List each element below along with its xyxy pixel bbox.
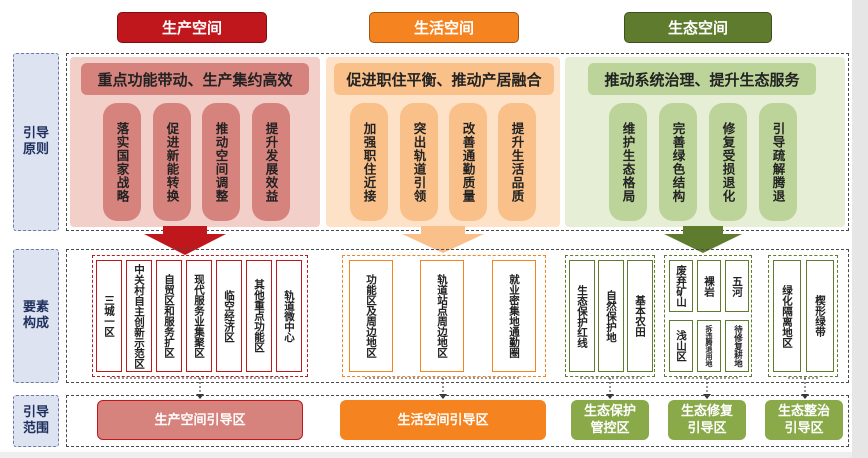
ecological-down-arrow	[664, 226, 742, 253]
living-down-arrow	[402, 226, 484, 253]
row-label-scope: 引导范围	[13, 395, 59, 447]
production-element: 自贸区和服务扩区	[156, 260, 182, 372]
header-living: 生活空间	[369, 12, 519, 43]
eco-restore-element: 拆违腾退用地	[697, 320, 721, 372]
living-elements-group	[342, 255, 546, 377]
header-ecological: 生态空间	[624, 12, 772, 43]
eco-restore-element: 待修复耕地	[725, 320, 749, 372]
eco-restore-scope-box: 生态修复引导区	[668, 400, 746, 440]
eco-restore-element: 五河	[725, 260, 749, 312]
production-elements-group	[92, 255, 308, 377]
production-principle-banner: 重点功能带动、生产集约高效	[81, 63, 309, 95]
production-down-arrow	[144, 226, 226, 255]
eco-protect-element: 自然保护地	[598, 260, 624, 372]
eco-govern-element: 楔形绿带	[806, 260, 834, 372]
living-principle-item: 改善通勤质量	[449, 103, 487, 221]
scope-row-frame	[66, 395, 849, 447]
production-principle-item: 落实国家战略	[103, 103, 141, 221]
row-label-principles: 引导原则	[13, 53, 59, 231]
row-label-elements-text: 要素构成	[22, 300, 49, 331]
production-principle-item: 促进新能转换	[153, 103, 191, 221]
living-principle-item: 突出轨道引领	[400, 103, 438, 221]
bottom-strip	[0, 452, 852, 458]
living-principle-banner: 促进职住平衡、推动产居融合	[334, 63, 554, 95]
living-element: 轨道站点周边地区	[420, 260, 464, 372]
row-label-scope-text: 引导范围	[22, 405, 49, 436]
ecological-principle-item: 引导疏解腾退	[759, 103, 797, 221]
eco-govern-scope-box: 生态整治引导区	[765, 400, 843, 440]
living-principle-item: 提升生活品质	[498, 103, 536, 221]
eco-restore-element: 裸岩	[697, 260, 721, 312]
production-element: 临空经济区	[216, 260, 242, 372]
production-element: 其他重点功能区	[246, 260, 272, 372]
living-principle-item: 加强职住近接	[350, 103, 388, 221]
row-label-elements: 要素构成	[13, 249, 59, 383]
living-element: 就业密集地通勤圈	[492, 260, 536, 372]
eco-restore-element: 浅山区	[669, 320, 693, 372]
eco-protect-element: 基本农田	[627, 260, 653, 372]
eco-restore-element: 废弃矿山	[669, 260, 693, 312]
eco-protect-element: 生态保护红线	[569, 260, 595, 372]
production-element: 现代服务业集聚区	[186, 260, 212, 372]
eco-protect-elements-group	[565, 255, 655, 377]
header-production: 生产空间	[117, 12, 267, 43]
page-scrollbar-track	[852, 0, 868, 458]
production-element: 三城一区	[96, 260, 122, 372]
living-element: 功能区及周边地区	[349, 260, 393, 372]
production-scope-box: 生产空间引导区	[97, 400, 303, 440]
row-label-principles-text: 引导原则	[22, 126, 49, 157]
ecological-principle-banner: 推动系统治理、提升生态服务	[588, 63, 816, 95]
eco-govern-element: 绿化隔离地区	[773, 260, 801, 372]
ecological-principle-item: 完善绿色结构	[659, 103, 697, 221]
living-scope-box: 生活空间引导区	[340, 400, 546, 440]
production-element: 轨道微中心	[276, 260, 302, 372]
eco-restore-elements-group	[664, 255, 752, 377]
production-principle-item: 推动空间调整	[202, 103, 240, 221]
eco-govern-elements-group	[768, 255, 838, 377]
elements-row-frame	[66, 249, 849, 383]
ecological-principle-item: 维护生态格局	[609, 103, 647, 221]
production-element: 中关村自主创新示范区	[126, 260, 152, 372]
production-principle-item: 提升发展效益	[252, 103, 290, 221]
eco-protect-scope-box: 生态保护管控区	[571, 400, 649, 440]
ecological-principle-item: 修复受损退化	[709, 103, 747, 221]
